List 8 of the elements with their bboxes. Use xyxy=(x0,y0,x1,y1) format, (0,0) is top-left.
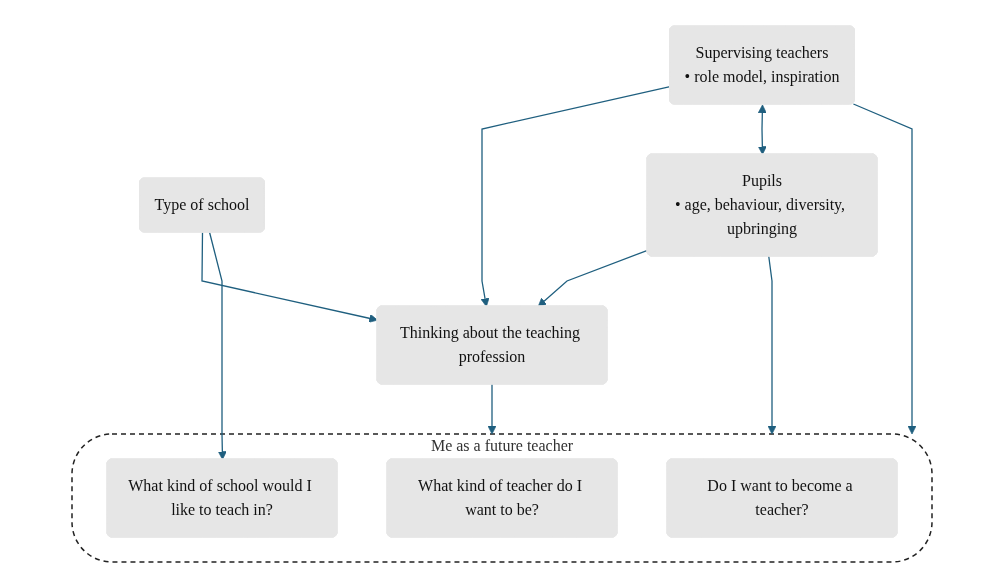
arrow xyxy=(852,102,917,434)
arrow xyxy=(201,231,378,323)
arrow xyxy=(487,382,497,434)
arrow xyxy=(767,254,777,434)
arrow xyxy=(757,104,767,155)
arrow xyxy=(537,249,649,307)
arrow xyxy=(208,231,227,460)
arrow xyxy=(480,85,671,307)
